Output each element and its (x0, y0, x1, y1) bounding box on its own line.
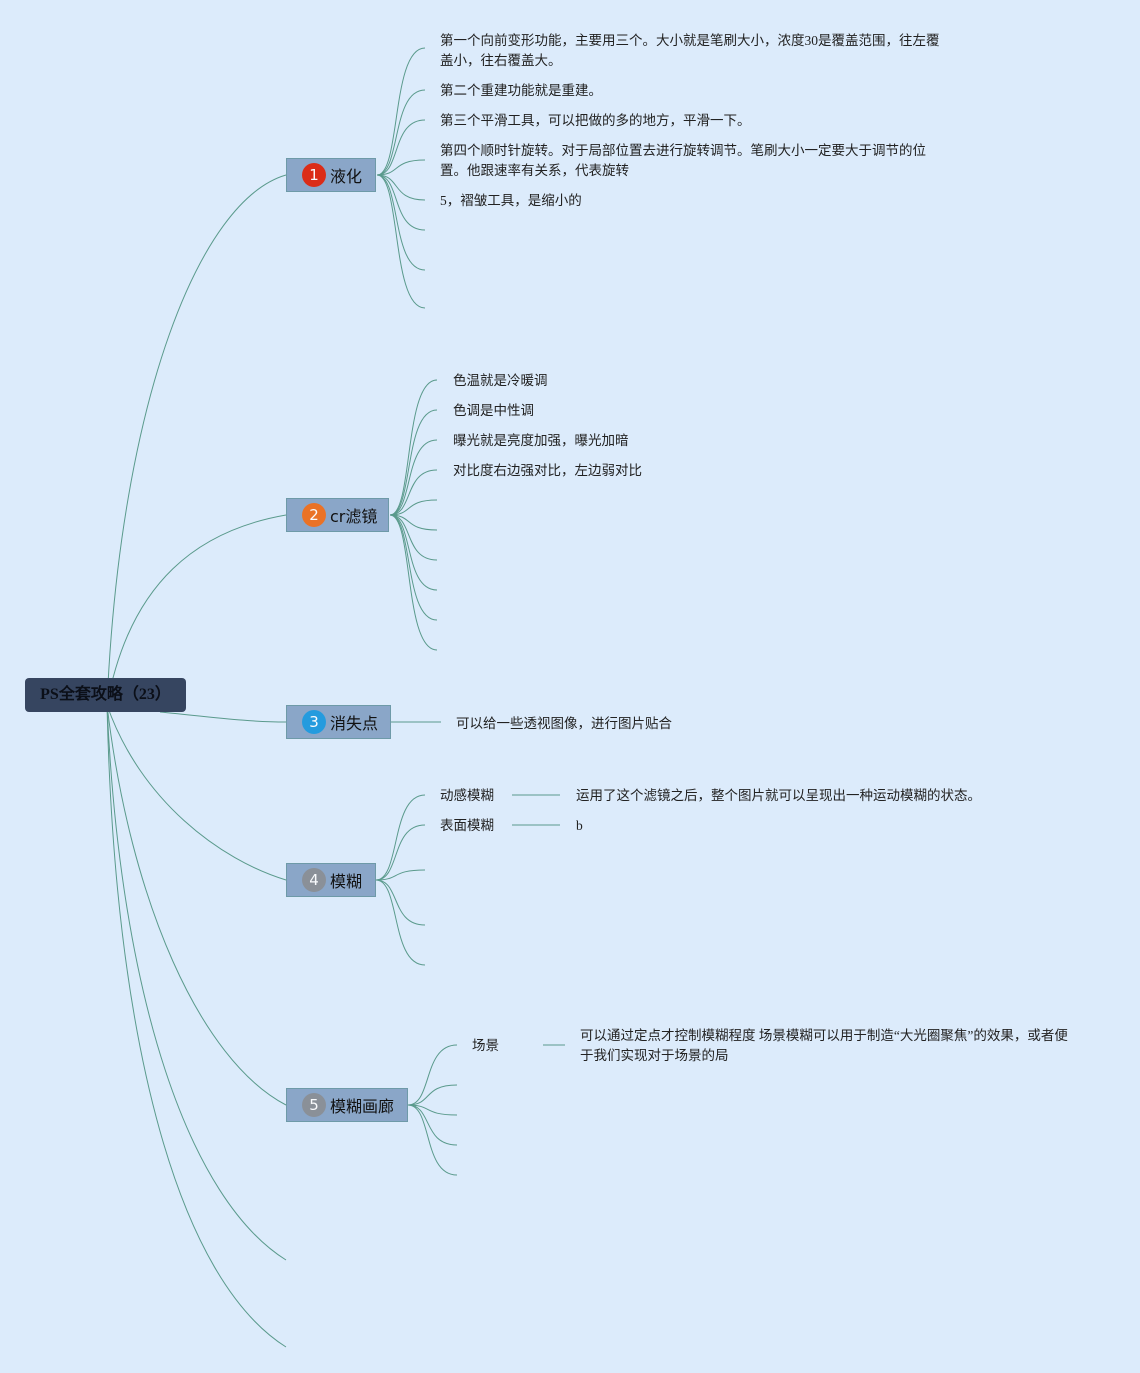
number-1-icon: 1 (302, 163, 326, 187)
sub-connector (407, 1104, 458, 1176)
sub-connector (375, 869, 426, 881)
number-3-icon: 3 (302, 710, 326, 734)
number-4-icon: 4 (302, 868, 326, 892)
sub-connector (376, 174, 426, 201)
leaf-text: 色温就是冷暖调 (453, 373, 548, 388)
leaf-label: 场景 (472, 1038, 499, 1053)
branch-blur[interactable]: 4 模糊 (286, 863, 376, 897)
leaf-note: 运用了这个滤镜之后，整个图片就可以呈现出一种运动模糊的状态。 (576, 788, 981, 803)
sub-connector (376, 47, 426, 176)
leaf-text: 色调是中性调 (453, 403, 534, 418)
number-5-icon: 5 (302, 1093, 326, 1117)
leaf-text: 第三个平滑工具，可以把做的多的地方，平滑一下。 (440, 113, 751, 128)
branch-blur-gallery[interactable]: 5 模糊画廊 (286, 1088, 408, 1122)
sub-connector (389, 499, 438, 516)
branch-liquify[interactable]: 1 液化 (286, 158, 376, 192)
sub-connector (389, 409, 438, 516)
sub-connector (389, 514, 438, 531)
branch-label: 消失点 (330, 714, 379, 733)
number-2-icon: 2 (302, 503, 326, 527)
root-node[interactable]: PS全套攻略（23） (25, 678, 186, 712)
sub-connector (375, 824, 426, 881)
sub-connector (389, 514, 438, 591)
leaf-text: 曝光就是亮度加强，曝光加暗 (453, 433, 629, 448)
leaf-text: 可以给一些透视图像，进行图片贴合 (456, 716, 672, 731)
branch-label: 液化 (330, 167, 363, 186)
sub-connector (389, 379, 438, 516)
branch-label: 模糊 (330, 872, 363, 891)
sub-connector (407, 1044, 458, 1106)
sub-connector (375, 879, 426, 926)
branch-label: cr滤镜 (330, 507, 378, 526)
sub-connector (407, 1104, 458, 1146)
sub-connector (407, 1084, 458, 1106)
sub-connector (389, 514, 438, 651)
leaf-label: 表面模糊 (440, 818, 494, 833)
sub-connector (389, 439, 438, 516)
sub-connector (389, 469, 438, 516)
sub-connector (375, 879, 426, 966)
leaf-note: b (576, 818, 583, 833)
sub-connector (376, 89, 426, 176)
branch-label: 模糊画廊 (330, 1097, 395, 1116)
sub-connector (376, 174, 426, 309)
sub-connector (407, 1104, 458, 1116)
leaf-text: 对比度右边强对比，左边弱对比 (453, 463, 642, 478)
leaf-text: 第四个顺时针旋转。对于局部位置去进行旋转调节。笔刷大小一定要大于调节的位置。他跟… (440, 143, 926, 178)
sub-connector (376, 159, 426, 176)
sub-connector (376, 174, 426, 271)
leaf-text: 第二个重建功能就是重建。 (440, 83, 602, 98)
leaf-label: 动感模糊 (440, 788, 494, 803)
sub-connector (375, 794, 426, 881)
branch-cr-filter[interactable]: 2 cr滤镜 (286, 498, 389, 532)
root-label: PS全套攻略（23） (40, 686, 171, 703)
leaf-text: 5，褶皱工具，是缩小的 (440, 193, 582, 208)
leaf-text: 第一个向前变形功能，主要用三个。大小就是笔刷大小，浓度30是覆盖范围，往左覆盖小… (440, 33, 940, 68)
sub-connector (376, 174, 426, 231)
sub-connector (389, 514, 438, 561)
sub-connector (376, 119, 426, 176)
leaf-note: 可以通过定点才控制模糊程度 场景模糊可以用于制造“大光圈聚焦”的效果，或者便于我… (580, 1028, 1068, 1063)
branch-vanishing-point[interactable]: 3 消失点 (286, 705, 391, 739)
